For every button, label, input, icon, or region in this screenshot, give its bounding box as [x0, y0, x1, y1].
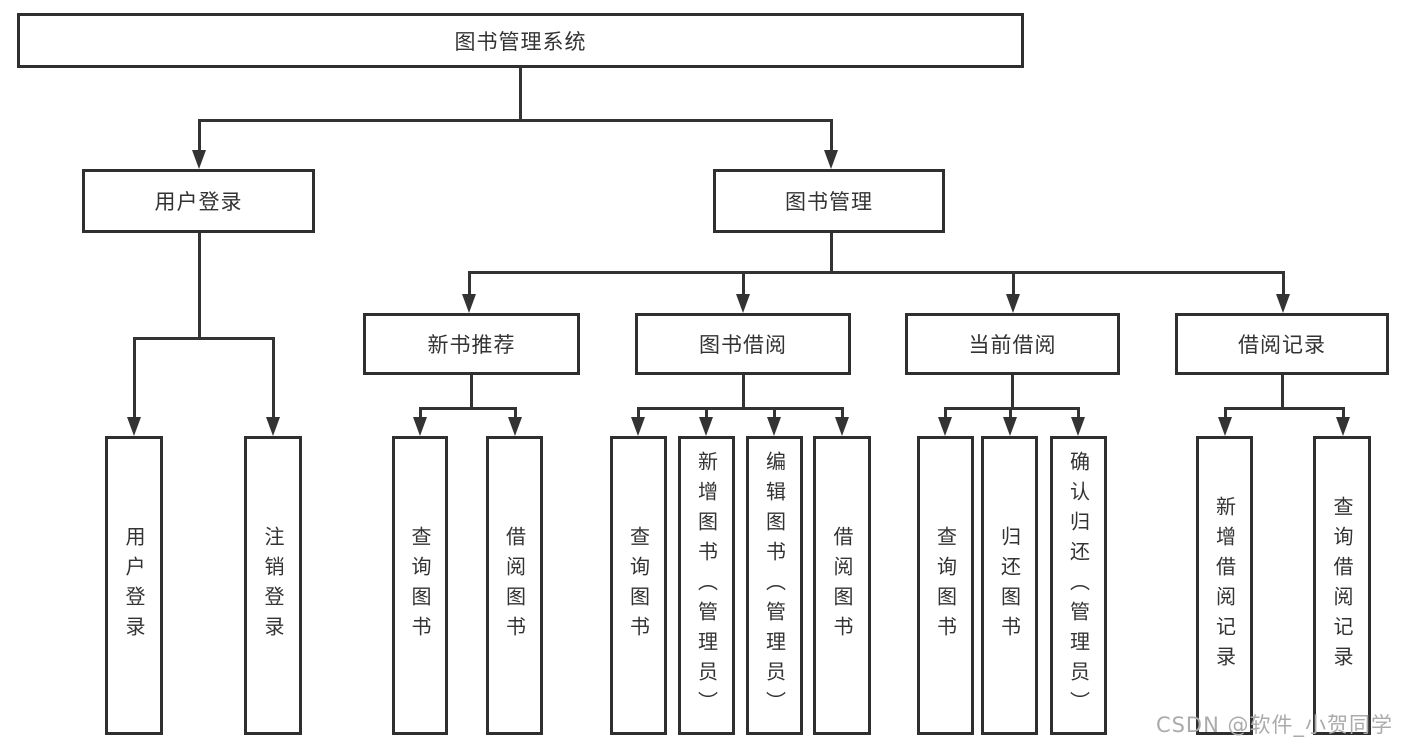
arrowhead-book-mgmt	[824, 150, 838, 169]
leaf-br-query-record: 查询借阅记录	[1313, 436, 1371, 735]
leaf-bb-borrow-books: 借阅图书	[813, 436, 871, 735]
connector-drop-borrow-record	[1282, 271, 1285, 296]
leaf-bb-query-books-label: 查询图书	[626, 525, 651, 646]
node-current-borrow: 当前借阅	[905, 313, 1120, 375]
arrowhead-br-query	[1336, 417, 1350, 436]
connector-drop-bb-add	[705, 407, 708, 419]
node-book-management: 图书管理	[713, 169, 945, 233]
node-new-book-recommend: 新书推荐	[363, 313, 580, 375]
leaf-cb-query-books: 查询图书	[917, 436, 974, 735]
arrowhead-bb-edit	[767, 417, 781, 436]
arrowhead-bb-add	[699, 417, 713, 436]
connector-current-borrow-stem	[1011, 375, 1014, 407]
leaf-bb-borrow-books-label: 借阅图书	[830, 525, 854, 646]
connector-book-mgmt-stem	[830, 233, 833, 271]
arrowhead-cb-return	[1003, 417, 1017, 436]
connector-drop-cb-query	[944, 407, 947, 419]
arrowhead-borrow-record	[1276, 294, 1290, 313]
node-user-login: 用户登录	[82, 169, 315, 233]
leaf-user-login: 用户登录	[105, 436, 163, 735]
arrowhead-leaf-login	[127, 417, 141, 436]
arrowhead-br-add	[1218, 417, 1232, 436]
arrowhead-leaf-logout	[266, 417, 280, 436]
leaf-cb-confirm-return-admin: 确认归还（管理员）	[1050, 436, 1107, 735]
leaf-nb-query-books: 查询图书	[392, 436, 448, 735]
connector-drop-nb-query	[419, 407, 422, 419]
arrowhead-bb-query	[631, 417, 645, 436]
leaf-cb-confirm-return-admin-label: 确认归还（管理员）	[1066, 450, 1091, 721]
connector-drop-book-mgmt	[830, 119, 833, 152]
connector-book-borrow-stem	[742, 375, 745, 407]
arrowhead-nb-query	[413, 417, 427, 436]
connector-new-book-rec-crossbar	[419, 407, 516, 410]
leaf-cb-return-books: 归还图书	[981, 436, 1038, 735]
leaf-cb-query-books-label: 查询图书	[933, 525, 958, 646]
arrowhead-current-borrow	[1006, 294, 1020, 313]
connector-drop-leaf-logout	[272, 337, 275, 420]
arrowhead-book-borrow	[736, 294, 750, 313]
connector-drop-leaf-login	[133, 337, 136, 420]
connector-borrow-record-stem	[1281, 375, 1284, 407]
node-borrow-record: 借阅记录	[1175, 313, 1389, 375]
connector-book-borrow-crossbar	[637, 407, 843, 410]
arrowhead-bb-borrow	[835, 417, 849, 436]
leaf-bb-add-books-admin-label: 新增图书（管理员）	[694, 450, 719, 721]
leaf-bb-query-books: 查询图书	[610, 436, 667, 735]
connector-drop-nb-borrow	[514, 407, 517, 419]
leaf-nb-borrow-books-label: 借阅图书	[502, 525, 527, 646]
leaf-nb-borrow-books: 借阅图书	[486, 436, 543, 735]
connector-user-login-crossbar	[133, 337, 275, 340]
node-root-library-management-system: 图书管理系统	[17, 13, 1024, 68]
connector-borrow-record-crossbar	[1224, 407, 1344, 410]
leaf-nb-query-books-label: 查询图书	[408, 525, 432, 646]
leaf-bb-edit-books-admin-label: 编辑图书（管理员）	[762, 450, 787, 721]
connector-drop-bb-edit	[773, 407, 776, 419]
leaf-br-add-record-label: 新增借阅记录	[1212, 495, 1237, 676]
connector-drop-current-borrow	[1012, 271, 1015, 296]
leaf-br-add-record: 新增借阅记录	[1196, 436, 1253, 735]
arrowhead-user-login	[192, 150, 206, 169]
connector-drop-br-query	[1342, 407, 1345, 419]
leaf-bb-edit-books-admin: 编辑图书（管理员）	[746, 436, 803, 735]
arrowhead-cb-query	[938, 417, 952, 436]
connector-drop-bb-borrow	[841, 407, 844, 419]
connector-book-mgmt-crossbar	[468, 271, 1284, 274]
arrowhead-nb-borrow	[508, 417, 522, 436]
connector-drop-cb-return	[1009, 407, 1012, 419]
connector-drop-user-login	[198, 119, 201, 152]
connector-drop-cb-confirm	[1077, 407, 1080, 419]
connector-user-login-stem	[198, 233, 201, 337]
connector-root-stem	[519, 68, 522, 119]
leaf-cb-return-books-label: 归还图书	[997, 525, 1022, 646]
leaf-user-login-label: 用户登录	[122, 525, 146, 646]
connector-new-book-rec-stem	[470, 375, 473, 407]
arrowhead-new-book-rec	[462, 294, 476, 313]
leaf-logout-label: 注销登录	[261, 525, 285, 646]
leaf-br-query-record-label: 查询借阅记录	[1330, 495, 1354, 676]
csdn-watermark: CSDN @软件_小贺同学	[1155, 713, 1393, 737]
connector-drop-book-borrow	[742, 271, 745, 296]
leaf-logout: 注销登录	[244, 436, 302, 735]
node-book-borrow: 图书借阅	[635, 313, 851, 375]
arrowhead-cb-confirm	[1071, 417, 1085, 436]
connector-drop-bb-query	[637, 407, 640, 419]
connector-drop-new-book-rec	[468, 271, 471, 296]
connector-drop-br-add	[1224, 407, 1227, 419]
connector-root-crossbar	[198, 119, 833, 122]
leaf-bb-add-books-admin: 新增图书（管理员）	[678, 436, 735, 735]
